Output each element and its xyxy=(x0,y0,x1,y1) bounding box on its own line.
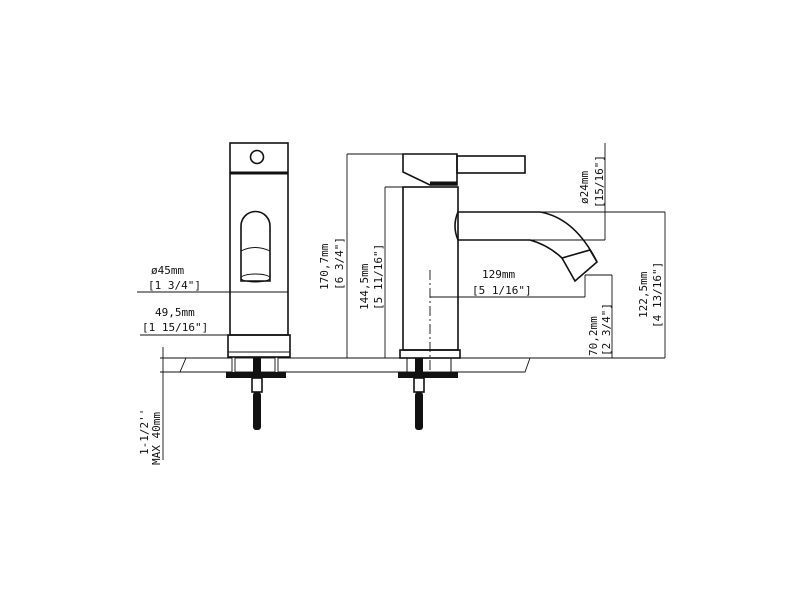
outlet-height-imperial: [2 3/4"] xyxy=(600,303,613,356)
countertop-section xyxy=(160,357,531,373)
max-thickness-imperial: 1-1/2'' xyxy=(138,409,151,455)
total-height-imperial: [6 3/4"] xyxy=(333,237,346,290)
faucet-front-view xyxy=(398,153,599,430)
handle-slot xyxy=(240,210,271,282)
spout-top-height-metric: 122,5mm xyxy=(637,271,650,318)
flange-width-imperial: [1 15/16"] xyxy=(142,321,208,334)
body-height-imperial: [5 11/16"] xyxy=(372,244,385,310)
faucet-side-view xyxy=(226,142,291,430)
handle-pivot-icon xyxy=(249,149,265,165)
dimension-lines xyxy=(137,143,666,460)
base-diameter-metric: ø45mm xyxy=(151,264,184,277)
spout-aerator xyxy=(560,249,599,283)
spout-top-height-imperial: [4 13/16"] xyxy=(651,262,664,328)
dimension-labels: ø45mm [1 3/4"] 49,5mm [1 15/16"] 170,7mm… xyxy=(138,155,664,465)
outlet-height-metric: 70,2mm xyxy=(587,316,600,356)
spout-reach-metric: 129mm xyxy=(482,268,515,281)
body-height-metric: 144,5mm xyxy=(358,263,371,310)
base-diameter-imperial: [1 3/4"] xyxy=(148,279,201,292)
flange-width-metric: 49,5mm xyxy=(155,306,195,319)
max-thickness-metric: MAX 40mm xyxy=(150,412,163,465)
spout-diameter-imperial: [15/16"] xyxy=(593,155,606,208)
lever-handle xyxy=(456,155,526,174)
spout-reach-imperial: [5 1/16"] xyxy=(472,284,532,297)
spout-diameter-metric: ø24mm xyxy=(578,171,591,204)
total-height-metric: 170,7mm xyxy=(318,243,331,290)
